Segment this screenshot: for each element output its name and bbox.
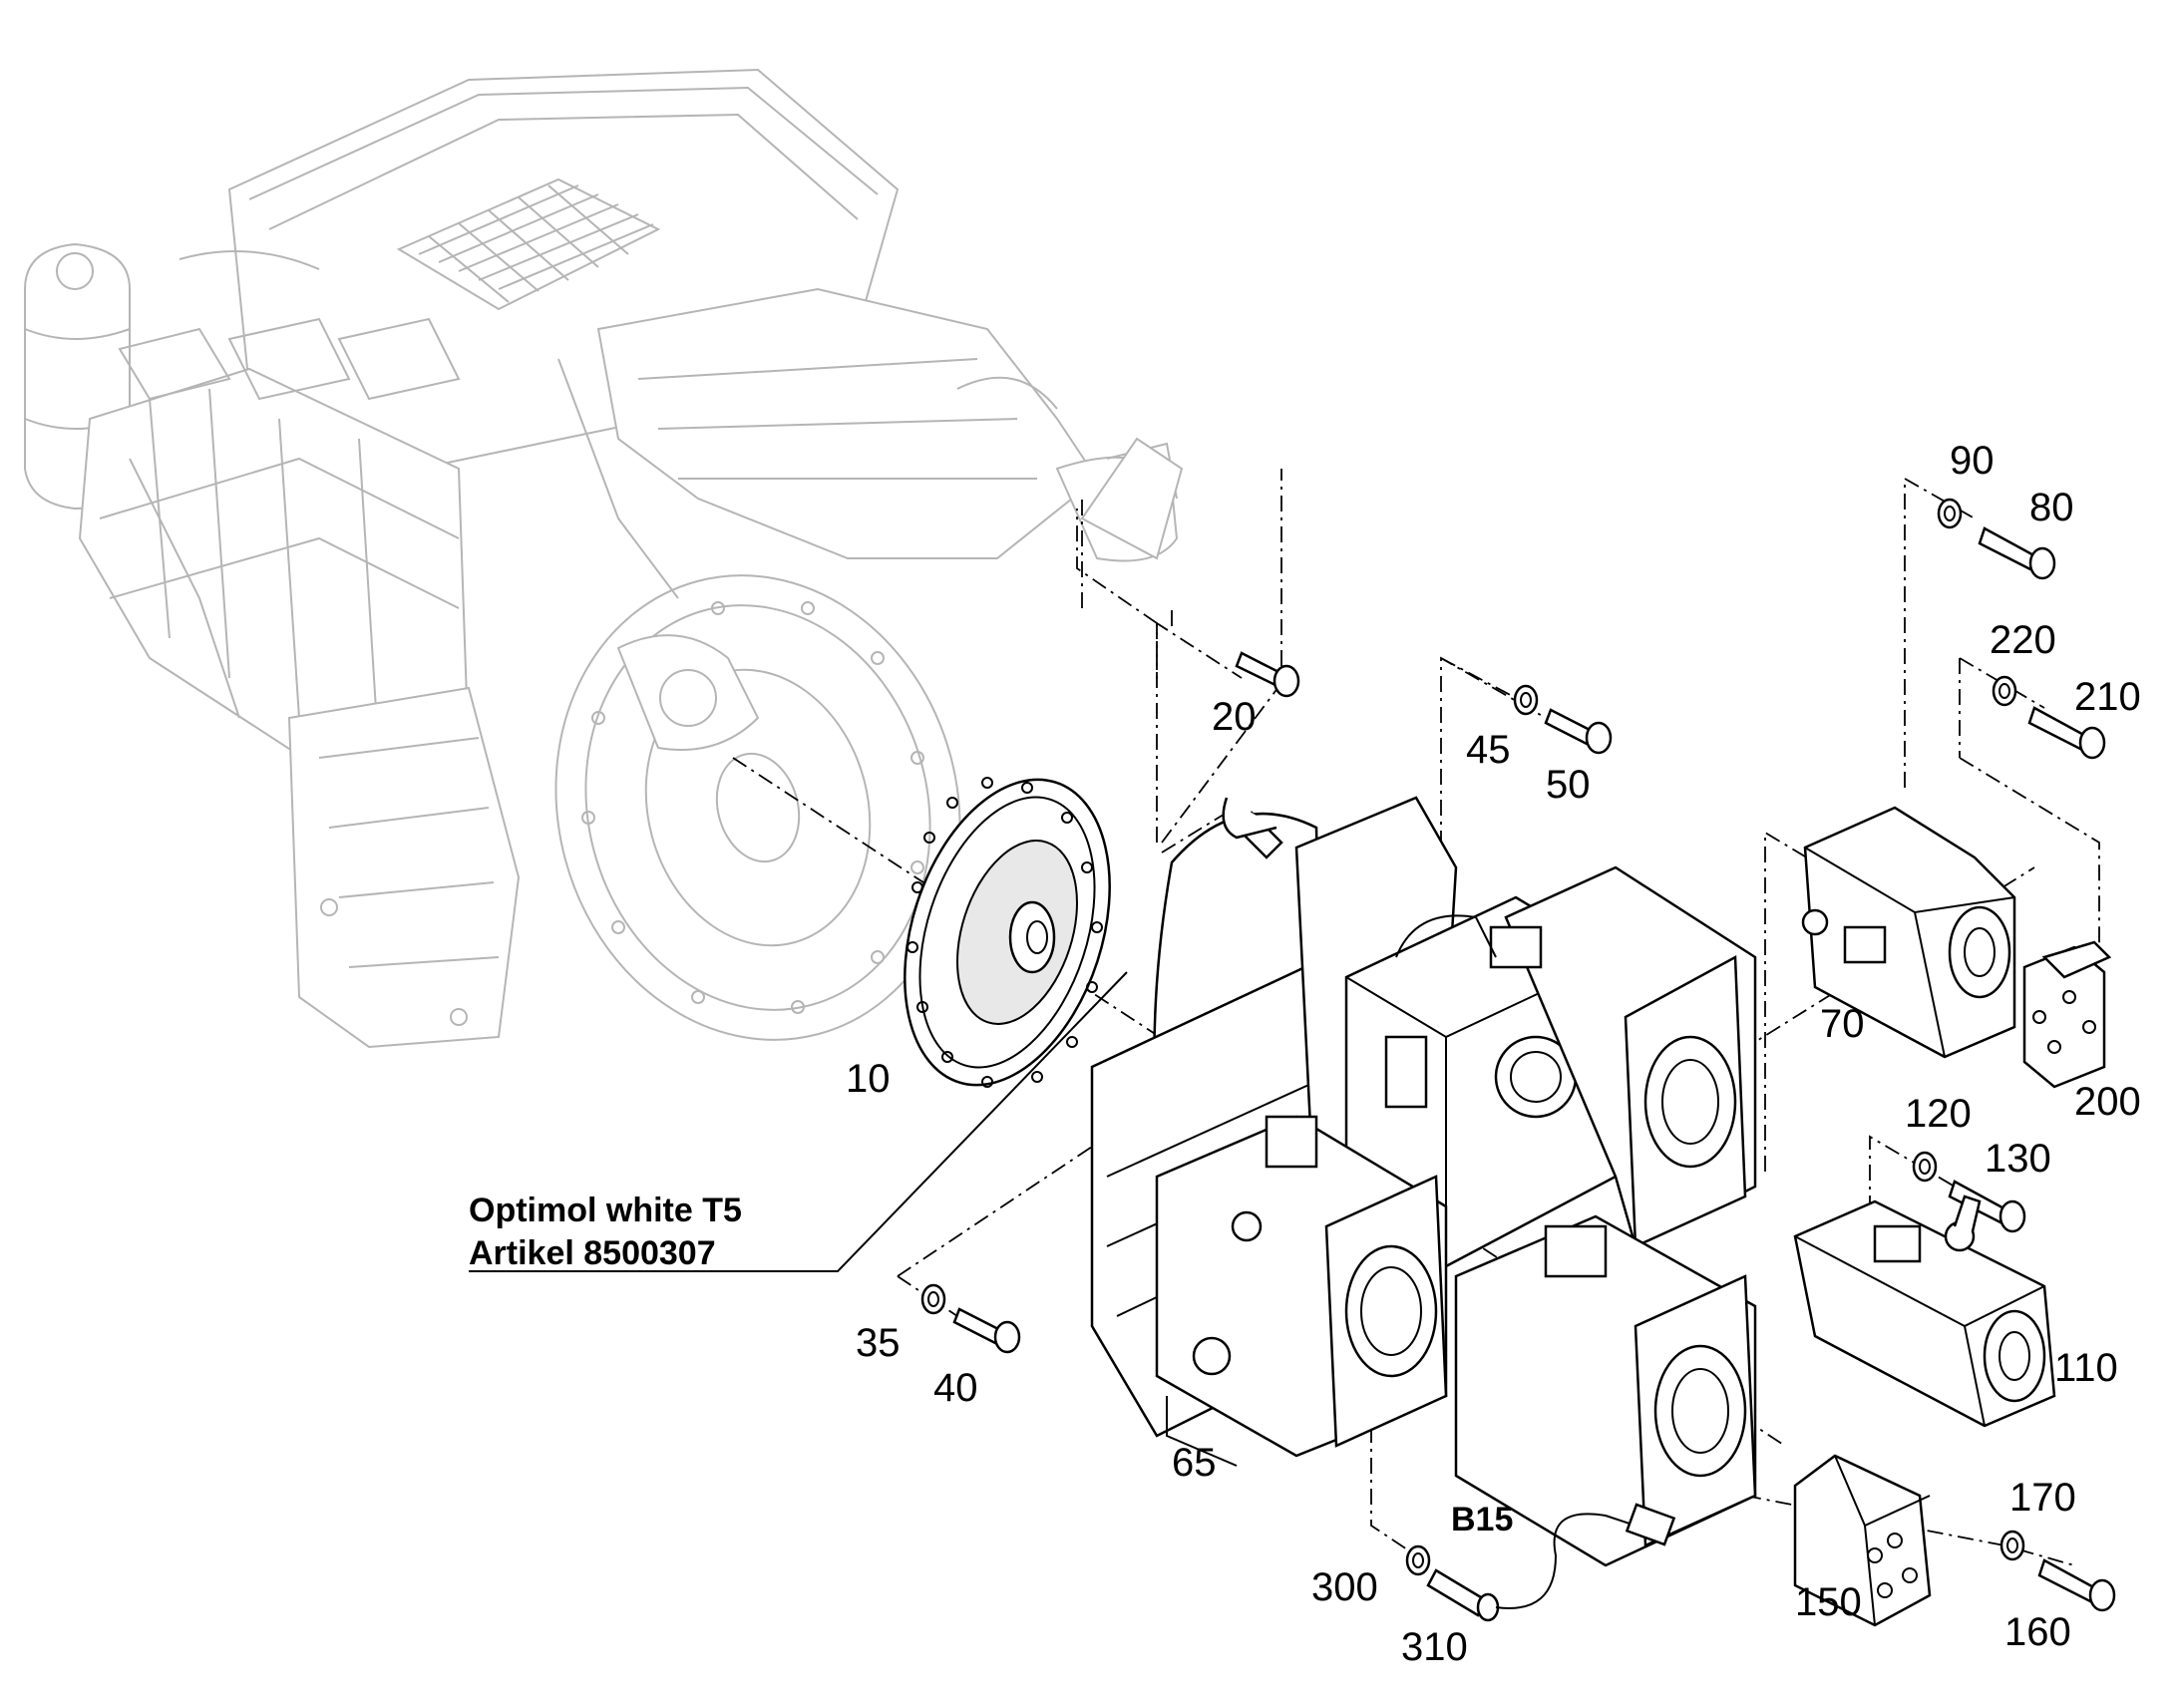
callout-220: 220 [1990, 618, 2056, 662]
note-leader-line [469, 971, 1128, 1272]
main-pump-assembly [1090, 796, 1757, 1567]
callout-45: 45 [1466, 728, 1511, 772]
callout-170: 170 [2009, 1476, 2076, 1520]
washer-170 [1999, 1530, 2025, 1561]
callout-b15: B15 [1451, 1501, 1513, 1538]
callout-70: 70 [1820, 1002, 1865, 1046]
callout-300: 300 [1311, 1565, 1378, 1609]
lubricant-note: Optimol white T5 Artikel 8500307 [469, 1192, 742, 1272]
washer-120 [1912, 1151, 1938, 1183]
washer-300 [1405, 1544, 1431, 1576]
washer-90 [1937, 498, 1963, 529]
coupling-disc [904, 777, 1111, 1088]
washer-220 [1992, 675, 2017, 707]
pump-70 [1801, 806, 2016, 1059]
pump-110 [1793, 1195, 2056, 1428]
assembly-lines [732, 469, 2100, 1566]
bolt-40 [952, 1307, 1021, 1354]
bolt-20 [1235, 651, 1300, 698]
note-line-1: Optimol white T5 [469, 1192, 742, 1229]
callout-50: 50 [1546, 763, 1591, 807]
callout-130: 130 [1985, 1137, 2051, 1181]
callout-120: 120 [1905, 1092, 1972, 1136]
callout-40: 40 [933, 1366, 978, 1410]
callout-310: 310 [1401, 1625, 1468, 1669]
callout-20: 20 [1212, 695, 1257, 739]
pressure-sensor-b15 [1426, 1503, 1676, 1622]
bolt-160 [2037, 1558, 2116, 1612]
callout-210: 210 [2074, 675, 2141, 719]
callout-110: 110 [2054, 1346, 2118, 1390]
gear-pump-150 [1793, 1454, 1932, 1627]
gear-pump-200 [2022, 940, 2112, 1089]
washer-35 [920, 1283, 946, 1315]
callout-80: 80 [2029, 486, 2074, 529]
callout-160: 160 [2004, 1610, 2071, 1654]
bolt-210 [2027, 706, 2106, 760]
callout-10: 10 [846, 1057, 891, 1101]
engine-block-drawing [24, 68, 1184, 1049]
callout-90: 90 [1950, 439, 1995, 483]
bolt-50 [1544, 708, 1613, 755]
callout-35: 35 [856, 1321, 901, 1365]
note-line-2: Artikel 8500307 [469, 1234, 716, 1272]
callout-65: 65 [1172, 1441, 1217, 1485]
washer-45 [1513, 684, 1539, 716]
callout-200: 200 [2074, 1080, 2141, 1124]
callout-labels: 10 20 35 40 45 50 65 70 80 90 110 120 13… [846, 439, 2141, 1669]
bolt-80 [1978, 526, 2056, 580]
callout-150: 150 [1795, 1580, 1862, 1624]
